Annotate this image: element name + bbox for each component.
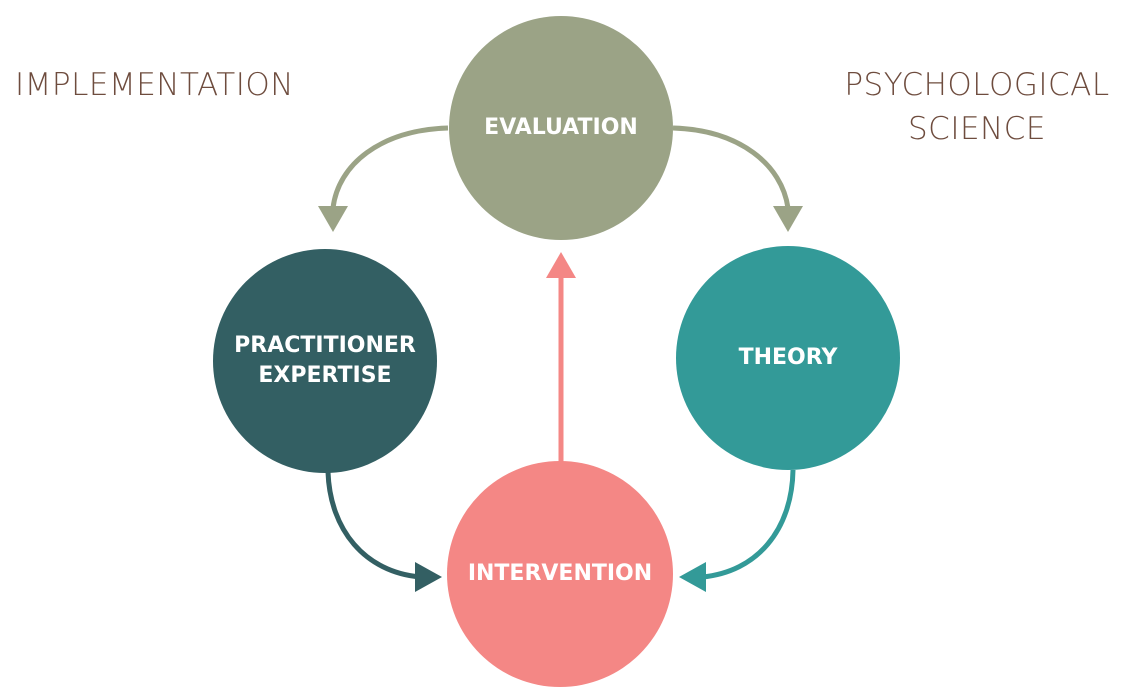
practitioner-expertise-node: PRACTITIONER EXPERTISE xyxy=(213,249,437,473)
arrowhead xyxy=(415,562,442,592)
arrowhead xyxy=(546,252,576,278)
psych-line1: PSYCHOLOGICAL xyxy=(844,67,1110,103)
psychological-science-label: PSYCHOLOGICAL SCIENCE xyxy=(838,63,1116,151)
evaluation-label: EVALUATION xyxy=(484,115,638,140)
evaluation-node: EVALUATION xyxy=(449,16,673,240)
arrow-evaluation-to-theory xyxy=(672,125,791,209)
psych-line2: SCIENCE xyxy=(908,111,1046,147)
intervention-label: INTERVENTION xyxy=(467,561,653,586)
arrow-practitioner-to-intervention xyxy=(325,471,421,580)
practitioner-line1: PRACTITIONER xyxy=(234,333,416,358)
arrow-evaluation-to-practitioner xyxy=(330,125,449,209)
theory-label: THEORY xyxy=(738,345,838,370)
arrow-theory-to-intervention xyxy=(701,469,796,580)
intervention-node: INTERVENTION xyxy=(447,461,673,687)
implementation-label: IMPLEMENTATION xyxy=(15,67,294,103)
arrowhead xyxy=(773,206,803,232)
arrowhead xyxy=(318,206,348,232)
theory-node: THEORY xyxy=(676,246,900,470)
practitioner-line2: EXPERTISE xyxy=(258,363,392,388)
arrowhead xyxy=(679,562,706,592)
